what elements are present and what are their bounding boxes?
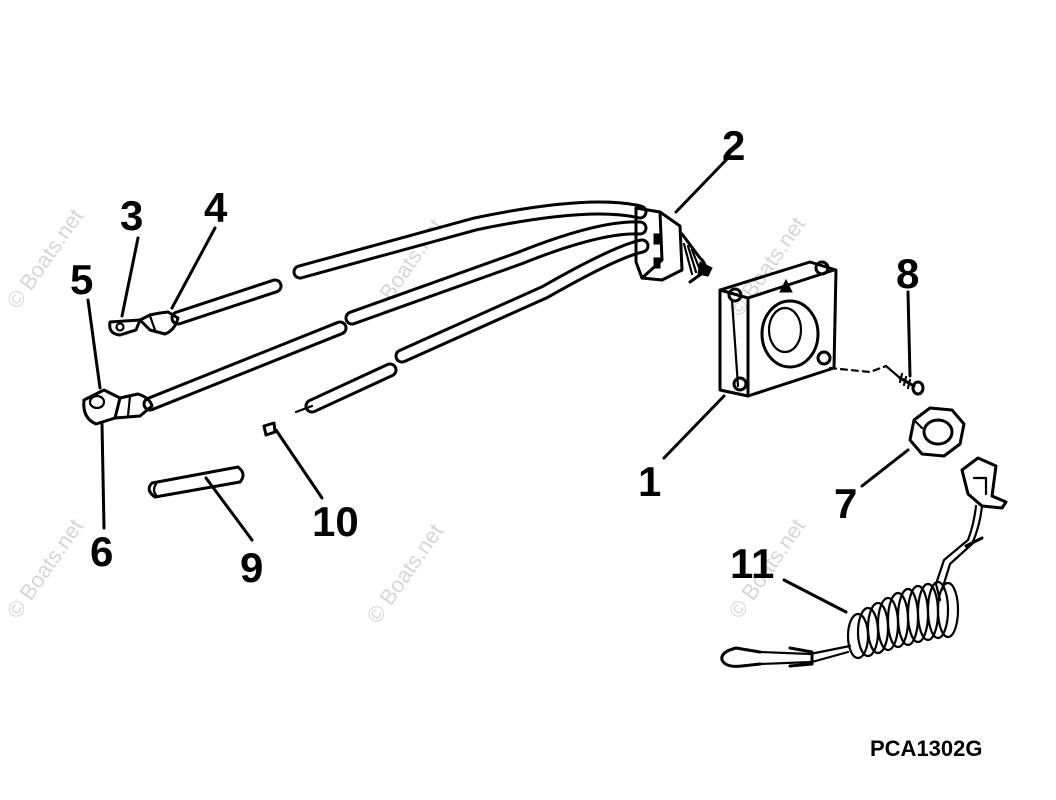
callout-11: 11 [730,540,774,587]
callout-7: 7 [834,480,857,527]
callout-9: 9 [240,544,263,591]
callout-2: 2 [722,122,745,169]
connector-part-10 [262,421,277,437]
ring-terminal-small [108,310,180,337]
screw-part-8 [828,364,925,396]
callout-1: 1 [638,458,661,505]
switch-part-2 [634,206,713,284]
mounting-plate-part-1 [718,260,838,398]
callout-labels: 1 2 3 4 5 6 7 8 9 10 11 [70,122,919,591]
callout-10: 10 [312,498,359,545]
callout-3: 3 [120,192,143,239]
callout-4: 4 [204,184,228,231]
ring-terminal-large [82,388,154,426]
callout-6: 6 [90,528,113,575]
leader-lines [86,156,912,614]
sleeve-part-9 [147,465,245,499]
figure-code: PCA1302G [870,736,983,761]
lanyard-coil [846,580,960,660]
watermark: © Boats.net [2,514,89,623]
lanyard-part-11 [720,456,1008,668]
nut-part-7 [908,406,966,458]
callout-8: 8 [896,250,919,297]
watermark: © Boats.net [362,519,449,628]
callout-5: 5 [70,256,93,303]
wire-harness [142,200,650,414]
